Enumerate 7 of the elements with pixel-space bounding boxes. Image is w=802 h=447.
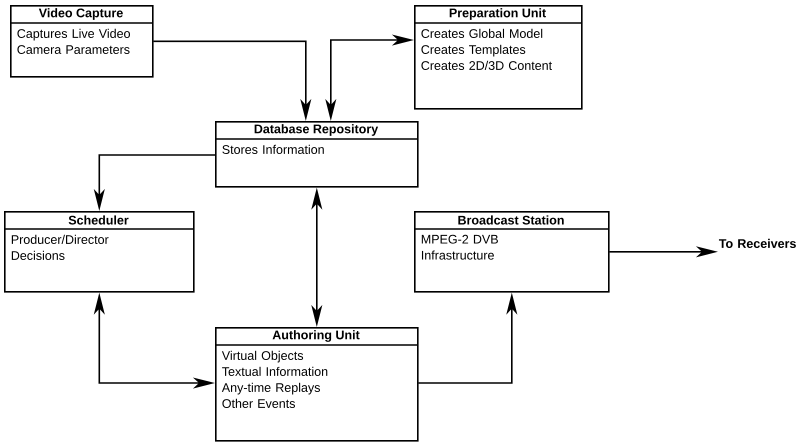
process-box: Database Repository Stores Information — [215, 121, 419, 188]
text-label: To Receivers — [718, 238, 796, 248]
process-box: Preparation Unit Creates Global Model Creates Templates Creates 2D/3D Content — [414, 5, 583, 110]
process-box: Broadcast Station MPEG-2 DVB Infrastructure — [414, 211, 610, 293]
process-box: Scheduler Producer/Director Decisions — [4, 211, 195, 293]
process-box: Video Capture Captures Live Video Camera Parameters — [10, 5, 154, 78]
process-box: Authoring Unit Virtual Objects Textual Information Any-time Replays Other Events — [215, 327, 419, 442]
